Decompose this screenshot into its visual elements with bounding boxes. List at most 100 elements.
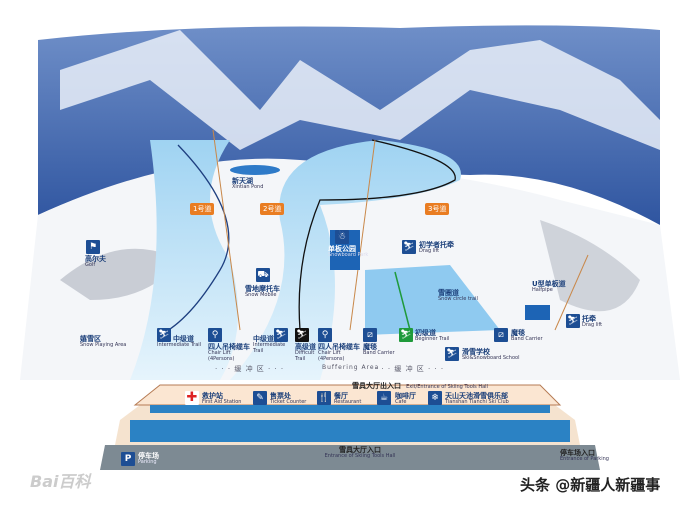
buffer-zh: · · · 缓 冲 区 · · · xyxy=(215,365,285,373)
zh: 单板公园 xyxy=(328,245,356,253)
en: Snow circle trail xyxy=(438,296,478,303)
en: Chair Lift (4Persons) xyxy=(208,350,235,362)
parking-icon: P xyxy=(121,452,135,466)
zh: 四人吊椅缆车 xyxy=(208,343,250,351)
hall-window-band xyxy=(150,405,550,413)
zh: 停车场 xyxy=(138,452,159,460)
en: Cafe xyxy=(395,399,407,406)
en: Ticket Counter xyxy=(270,399,307,406)
slope-shadow xyxy=(540,220,640,312)
zh: 餐厅 xyxy=(334,392,348,400)
band-carrier-icon: ⧄ xyxy=(363,328,377,342)
restaurant-icon: 🍴 xyxy=(317,391,331,405)
snowflake-icon: ❄ xyxy=(428,391,442,405)
en: Entrance of Parking xyxy=(560,456,609,463)
coffee-icon: ☕ xyxy=(377,391,391,405)
halfpipe-shape xyxy=(525,305,550,320)
zh: 高级道 xyxy=(295,343,316,351)
en: Snowboard Park xyxy=(328,252,369,259)
buffer-zh-2: · · · 缓 冲 区 · · · xyxy=(375,365,445,373)
en: Chair Lift (4Persons) xyxy=(318,350,345,362)
zh: 初级道 xyxy=(415,329,436,337)
en: Xintian Pond xyxy=(232,184,264,191)
en: Snow Playing Area xyxy=(80,342,127,349)
zh: 嬉雪区 xyxy=(80,335,101,343)
zh: 中级道 xyxy=(253,335,274,343)
golf-flag-icon: ⚑ xyxy=(86,240,100,254)
en: Parking xyxy=(138,459,157,466)
buffer-en: Buffering Area xyxy=(322,364,380,371)
en: Tianshan Tianchi Ski Club xyxy=(445,399,509,406)
zh: 托牵 xyxy=(582,315,596,323)
zh: 四人吊椅缆车 xyxy=(318,343,360,351)
snowmobile-icon: ⛟ xyxy=(256,268,270,282)
en: Restaurant xyxy=(334,399,362,406)
drag-lift-icon: ⛷ xyxy=(402,240,416,254)
en: Ski&Snowboard School xyxy=(462,355,520,362)
en: Band Carrier xyxy=(511,336,543,343)
zh: 停车场入口 xyxy=(560,449,595,457)
zh: 雪圈道 xyxy=(438,289,459,297)
zh: 救护站 xyxy=(202,392,223,400)
zh: 雪具大厅入口 xyxy=(339,446,381,454)
en: Golf xyxy=(85,262,96,269)
zh: 滑雪学校 xyxy=(462,348,490,356)
en: Entrance of Skiing Tools Hall xyxy=(324,453,396,460)
en: Halfpipe xyxy=(532,287,553,294)
skier-icon: ⛷ xyxy=(295,328,309,342)
xintian-pond xyxy=(230,165,280,175)
snow-circle-area xyxy=(365,265,500,335)
drag-lift-cable xyxy=(554,254,589,331)
en: Intermediate Trail xyxy=(253,342,286,354)
drag-lift-icon: ⛷ xyxy=(566,314,580,328)
skier-icon: ⛷ xyxy=(399,328,413,342)
zh: U型单板道 xyxy=(532,280,566,288)
zh: 雪地摩托车 xyxy=(245,285,280,293)
en: First Aid Station xyxy=(202,399,242,406)
trail-line xyxy=(159,144,230,336)
slope-shadow xyxy=(60,248,180,300)
en: Beginner Trail xyxy=(415,336,450,343)
zh: 雪具大厅出入口 xyxy=(352,382,401,390)
chairlift-cable xyxy=(212,129,241,331)
trail-1 xyxy=(130,140,238,380)
chairlift-cable xyxy=(349,139,376,331)
band-carrier-icon: ⧄ xyxy=(494,328,508,342)
trail-tag-1: 1号道 xyxy=(190,203,215,215)
chairlift-icon: ⚲ xyxy=(318,328,332,342)
en: Exit/Entrance of Skiing Tools Hall xyxy=(406,384,488,390)
chairlift-icon: ⚲ xyxy=(208,328,222,342)
en: Drag lift xyxy=(419,248,440,255)
first-aid-icon: ✚ xyxy=(185,390,199,405)
en: Band Carrier xyxy=(363,350,395,357)
beginner-trail-line xyxy=(394,271,411,331)
zh: 魔毯 xyxy=(511,329,525,337)
parking-lot xyxy=(100,445,600,470)
baidu-watermark: Bai百科 xyxy=(30,472,91,491)
en: Drag lift xyxy=(582,322,603,329)
zh: 天山天池滑雪俱乐部 xyxy=(445,392,508,400)
skier-icon: ⛷ xyxy=(157,328,171,342)
